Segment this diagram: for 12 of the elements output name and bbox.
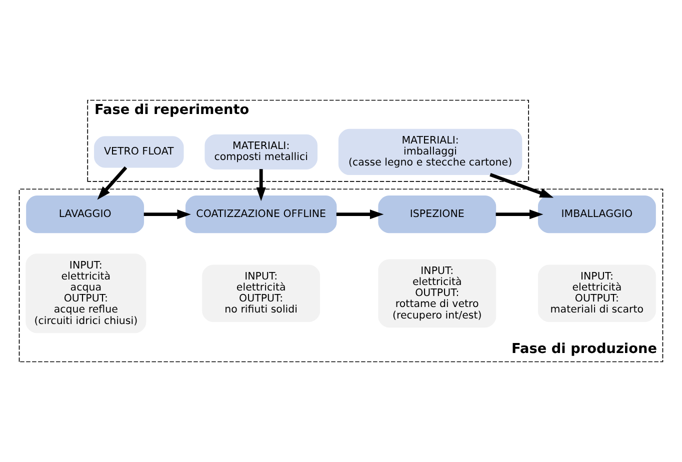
arrow <box>496 210 544 220</box>
arrow <box>336 210 384 220</box>
arrow <box>256 169 266 202</box>
node-box: ISPEZIONE <box>378 196 496 234</box>
node-box: COATIZZAZIONE OFFLINE <box>185 196 337 234</box>
arrow <box>144 210 191 220</box>
node-box: MATERIALI: imballaggi (casse legno e stecche cartone) <box>338 128 522 176</box>
arrow <box>490 173 554 198</box>
node-box: VETRO FLOAT <box>94 136 184 168</box>
node-box: MATERIALI: composti metallici <box>204 134 318 170</box>
node-box: IMBALLAGGIO <box>538 196 656 234</box>
node-box: LAVAGGIO <box>26 196 144 234</box>
